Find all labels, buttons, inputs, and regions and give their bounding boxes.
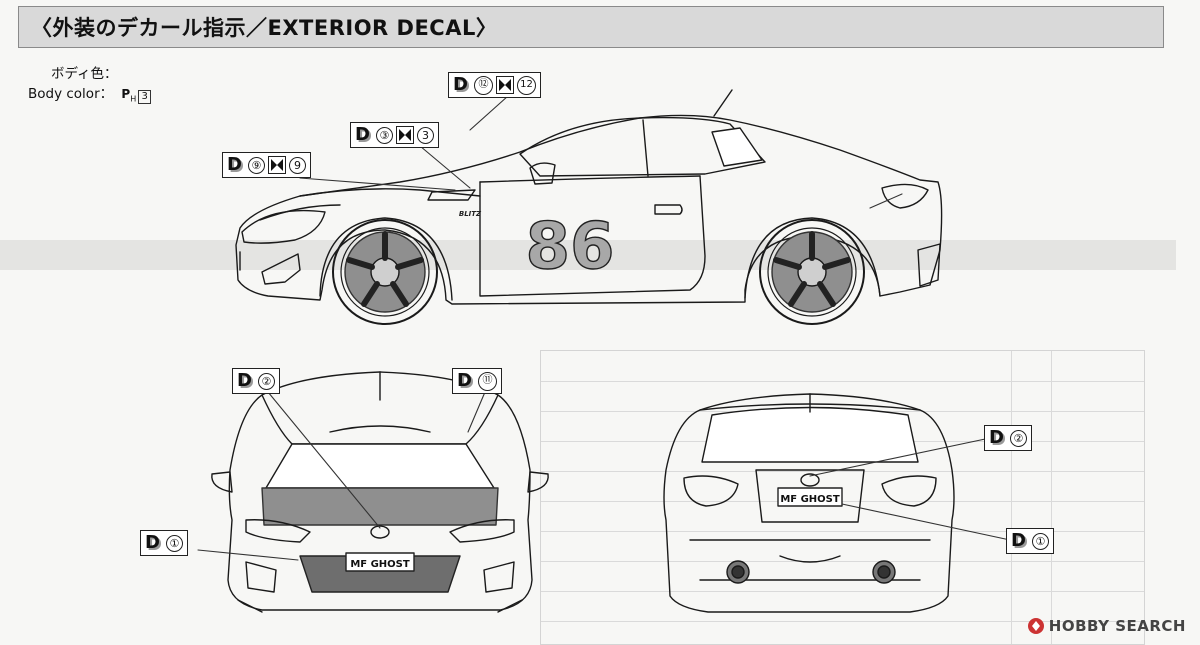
body-color-label-en: Body color：: [28, 86, 114, 102]
decal-callout-front-d11: D ⑪: [452, 368, 502, 394]
section-header: 〈外装のデカール指示／EXTERIOR DECAL〉: [18, 6, 1164, 48]
decal-callout-d12: D ⑫ 12: [448, 72, 541, 98]
front-view-car: [211, 371, 549, 613]
body-color-label-jp: ボディ色：: [51, 66, 118, 82]
decal-callout-d3: D ③ 3: [350, 122, 439, 148]
watermark-text: HOBBY SEARCH: [1048, 617, 1186, 635]
paint-number-box: 3: [138, 89, 152, 104]
decal-tile-icon: [395, 126, 414, 144]
hobby-search-logo-icon: [1027, 618, 1044, 634]
rear-view-car: [663, 393, 955, 613]
side-view-car: [235, 89, 943, 325]
decal-callout-rear-d2: D ②: [984, 425, 1032, 451]
door-number: 86: [525, 210, 614, 284]
side-badge-text: BLITZ: [459, 210, 482, 218]
paint-code: PH 3: [121, 84, 152, 109]
decal-callout-front-d1: D ①: [140, 530, 188, 556]
background-band: [0, 240, 1176, 270]
watermark: HOBBY SEARCH: [1027, 617, 1186, 635]
rear-plate-text: MF GHOST: [780, 494, 840, 505]
decal-callout-d9: D ⑨ 9: [222, 152, 311, 178]
paint-prefix: PH: [121, 87, 137, 104]
decal-tile-icon: [495, 76, 514, 94]
decal-callout-rear-d1: D ①: [1006, 528, 1054, 554]
front-plate-text: MF GHOST: [350, 559, 410, 570]
decal-tile-icon: [267, 156, 286, 174]
section-title: 〈外装のデカール指示／EXTERIOR DECAL〉: [31, 16, 498, 40]
body-color-spec: ボディ色： Body color： PH 3: [28, 64, 152, 109]
decal-callout-front-d2: D ②: [232, 368, 280, 394]
leader-lines: [197, 95, 1011, 561]
body-color-row: Body color： PH 3: [28, 84, 152, 109]
